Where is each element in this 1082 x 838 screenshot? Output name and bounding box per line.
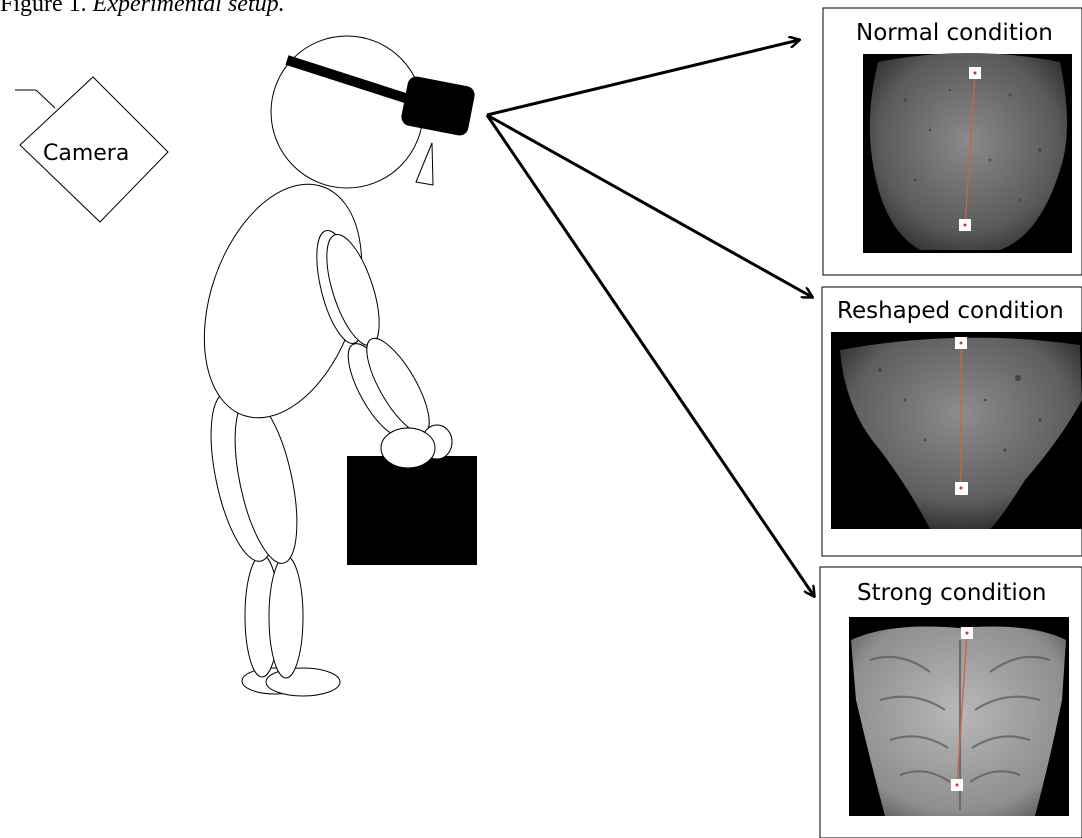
panel-label: Reshaped condition <box>837 298 1064 324</box>
reshaped-back-photo <box>831 332 1082 529</box>
box-icon <box>347 456 477 565</box>
muscular-back-photo <box>849 617 1069 816</box>
camera-label: Camera <box>43 141 129 166</box>
arrow-to-strong <box>487 115 814 596</box>
panel-normal-condition: Normal condition <box>823 8 1082 275</box>
right-shin <box>269 556 303 678</box>
normal-back-photo <box>863 53 1072 253</box>
participant-figure-icon <box>176 36 452 696</box>
panel-label: Strong condition <box>857 580 1046 606</box>
arrow-to-normal <box>487 40 799 115</box>
right-foot <box>266 668 340 696</box>
panel-reshaped-condition: Reshaped condition <box>822 287 1082 556</box>
arrow-to-reshaped <box>487 115 812 297</box>
arrow-icon <box>487 40 814 596</box>
panel-strong-condition: Strong condition <box>820 567 1082 838</box>
hand-front-over <box>381 428 435 468</box>
panel-label: Normal condition <box>856 20 1053 46</box>
camera-icon: Camera <box>15 77 168 222</box>
nose <box>416 143 433 185</box>
